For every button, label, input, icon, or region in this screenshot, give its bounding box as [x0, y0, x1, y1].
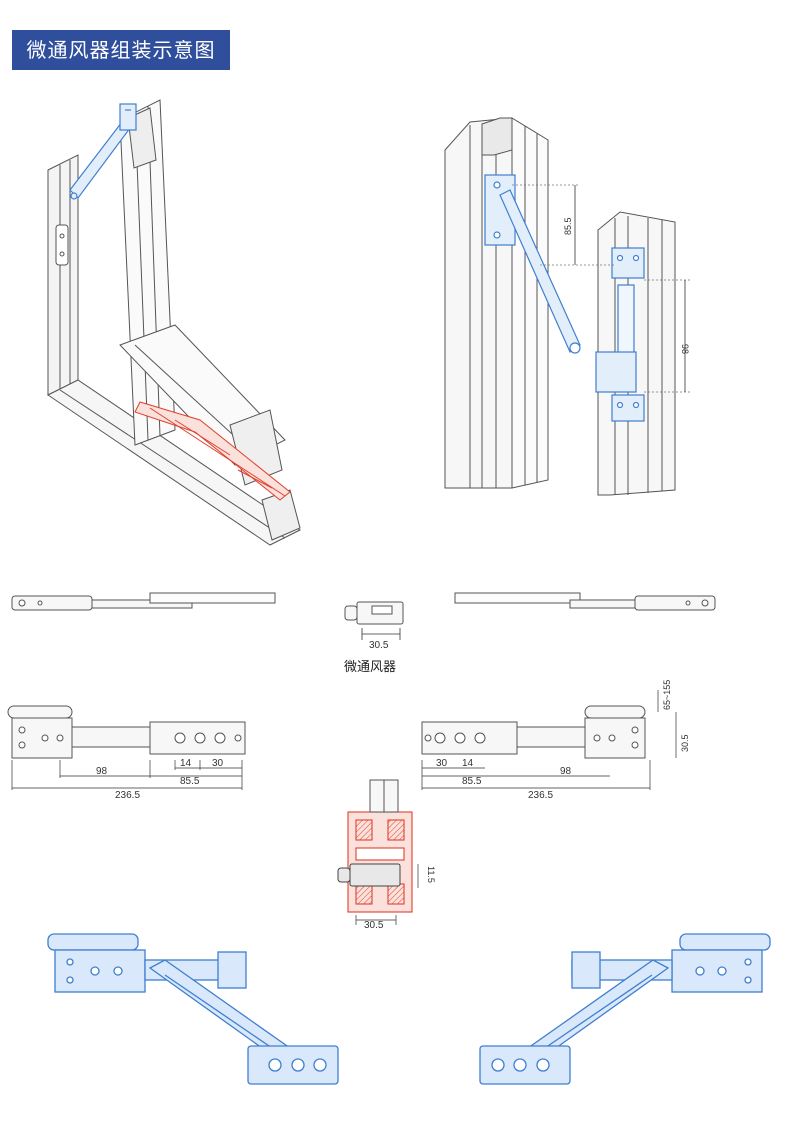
left-dim-98: 98 [96, 766, 108, 777]
center-dim: 30.5 [369, 640, 389, 651]
right-dim-85: 85.5 [462, 776, 482, 787]
right-dim-total: 236.5 [528, 790, 553, 801]
top-view-right [421, 705, 646, 759]
left-dim-total: 236.5 [115, 790, 140, 801]
section-glass [369, 779, 399, 813]
top-view-left-dims [11, 760, 243, 790]
right-dim-30: 30 [436, 758, 448, 769]
right-dim-height-range: 65~155 [662, 680, 672, 710]
profile-arm-blue [484, 174, 581, 354]
top-view-right-dims [421, 690, 677, 790]
section-ventilator [337, 863, 401, 887]
blue-assembly-right [479, 933, 771, 1085]
right-dim-98: 98 [560, 766, 572, 777]
center-small-part [344, 601, 404, 640]
ventilator-caption: 微通风器 [344, 660, 397, 675]
frame-dim-bottom: 98 [680, 344, 690, 354]
profile-left-tall [444, 117, 549, 489]
profile-right-plate-blue [595, 247, 645, 422]
frame-dim-lines [512, 184, 690, 393]
top-view-left [7, 705, 246, 759]
left-dim-14: 14 [180, 758, 192, 769]
ventilator-arm-top-blue [69, 103, 137, 200]
section-profile-red [347, 811, 413, 913]
left-dim-30: 30 [212, 758, 224, 769]
right-dim-14: 14 [462, 758, 474, 769]
blue-assembly-left [47, 933, 339, 1085]
section-dim-width: 30.5 [364, 920, 384, 931]
side-view-left [11, 592, 276, 611]
frame-dim-top: 85.5 [563, 217, 573, 235]
left-dim-85: 85.5 [180, 776, 200, 787]
ventilator-bottom-red [134, 401, 291, 501]
right-dim-height: 30.5 [680, 734, 690, 752]
side-view-right [454, 592, 716, 611]
section-dim-height: 11.5 [426, 866, 436, 883]
page-title: 微通风器组装示意图 [12, 30, 230, 70]
